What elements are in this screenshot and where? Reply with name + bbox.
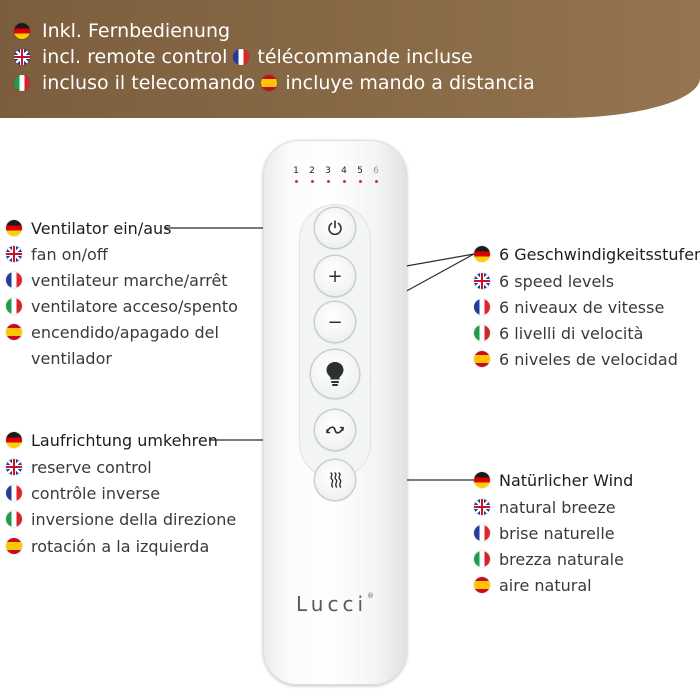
header-text-it: incluso il telecomando — [42, 72, 256, 94]
power-label-de: Ventilator ein/aus — [6, 217, 171, 239]
speed-text-de: 6 Geschwindigkeitsstufen — [499, 244, 700, 264]
led-6: 6 — [371, 166, 381, 183]
france-flag-icon — [474, 525, 490, 541]
reverse-label-fr: contrôle inverse — [6, 482, 160, 504]
lightbulb-icon — [326, 362, 344, 386]
minus-icon: − — [327, 311, 343, 333]
spain-flag-icon — [474, 577, 490, 593]
reverse-rotation-icon — [326, 426, 344, 434]
france-flag-icon — [6, 485, 22, 501]
speed-text-en: 6 speed levels — [499, 271, 615, 291]
power-text-de: Ventilator ein/aus — [31, 218, 172, 238]
italy-flag-icon — [474, 551, 490, 567]
spain-flag-icon — [474, 351, 490, 367]
plus-icon: + — [327, 265, 343, 287]
power-label-es: encendido/apagado del — [6, 321, 219, 343]
wind-label-es: aire natural — [474, 574, 592, 596]
reverse-button[interactable] — [315, 410, 355, 450]
italy-flag-icon — [474, 325, 490, 341]
uk-flag-icon — [474, 499, 490, 515]
speed-label-en: 6 speed levels — [474, 270, 614, 292]
power-label-es-cont: ventilador — [6, 347, 112, 369]
header-text-fr: télécommande incluse — [257, 46, 473, 68]
header-line-en-fr: incl. remote control télécommande inclus… — [14, 44, 473, 70]
power-text-fr: ventilateur marche/arrêt — [31, 270, 228, 290]
light-button[interactable] — [311, 350, 359, 398]
germany-flag-icon — [474, 246, 490, 262]
reverse-text-en: reserve control — [31, 457, 152, 477]
france-flag-icon — [6, 272, 22, 288]
germany-flag-icon — [14, 23, 30, 39]
speed-indicator-leds: 1 2 3 4 5 6 — [291, 166, 381, 183]
header-line-de: Inkl. Fernbedienung — [14, 18, 230, 44]
speed-text-es: 6 niveles de velocidad — [499, 349, 678, 369]
led-1: 1 — [291, 166, 301, 183]
button-panel: + − — [299, 204, 371, 644]
speed-text-fr: 6 niveaux de vitesse — [499, 297, 665, 317]
power-label-en: fan on/off — [6, 243, 108, 265]
power-button[interactable] — [315, 208, 355, 248]
power-label-fr: ventilateur marche/arrêt — [6, 269, 228, 291]
wind-text-en: natural breeze — [499, 497, 616, 517]
power-text-en: fan on/off — [31, 244, 108, 264]
led-3: 3 — [323, 166, 333, 183]
spain-flag-icon — [261, 75, 278, 91]
uk-flag-icon — [474, 273, 490, 289]
italy-flag-icon — [14, 75, 30, 91]
header-line-it-es: incluso il telecomando incluye mando a d… — [14, 70, 535, 96]
reverse-text-es: rotación a la izquierda — [31, 536, 210, 556]
reverse-label-en: reserve control — [6, 456, 152, 478]
header-text-de: Inkl. Fernbedienung — [42, 20, 231, 42]
germany-flag-icon — [6, 220, 22, 236]
france-flag-icon — [474, 299, 490, 315]
reverse-label-it: inversione della direzione — [6, 508, 236, 530]
speed-down-button[interactable]: − — [315, 302, 355, 342]
power-text-es-cont: ventilador — [31, 348, 112, 368]
reverse-text-it: inversione della direzione — [31, 509, 237, 529]
wind-label-en: natural breeze — [474, 496, 616, 518]
wind-text-it: brezza naturale — [499, 549, 624, 569]
speed-label-es: 6 niveles de velocidad — [474, 348, 678, 370]
italy-flag-icon — [6, 511, 22, 527]
header-banner: Inkl. Fernbedienung incl. remote control… — [0, 0, 700, 118]
wind-text-de: Natürlicher Wind — [499, 470, 634, 490]
spain-flag-icon — [6, 324, 22, 340]
germany-flag-icon — [474, 472, 490, 488]
power-text-es: encendido/apagado del — [31, 322, 219, 342]
wind-label-fr: brise naturelle — [474, 522, 615, 544]
reverse-label-es: rotación a la izquierda — [6, 535, 209, 557]
remote-control: 1 2 3 4 5 6 + − — [263, 140, 407, 685]
wind-text-es: aire natural — [499, 575, 592, 595]
uk-flag-icon — [14, 49, 30, 65]
power-label-it: ventilatore acceso/spento — [6, 295, 238, 317]
brand-logo: Lucci® — [295, 592, 374, 616]
uk-flag-icon — [6, 246, 22, 262]
speed-label-it: 6 livelli di velocità — [474, 322, 643, 344]
header-text-en: incl. remote control — [42, 46, 228, 68]
speed-label-fr: 6 niveaux de vitesse — [474, 296, 664, 318]
reverse-text-fr: contrôle inverse — [31, 483, 161, 503]
france-flag-icon — [233, 49, 250, 65]
italy-flag-icon — [6, 298, 22, 314]
led-2: 2 — [307, 166, 317, 183]
wind-icon — [330, 472, 342, 488]
header-text-es: incluye mando a distancia — [285, 72, 535, 94]
reverse-label-de: Laufrichtung umkehren — [6, 429, 218, 451]
wind-label-it: brezza naturale — [474, 548, 624, 570]
power-text-it: ventilatore acceso/spento — [31, 296, 238, 316]
speed-label-de: 6 Geschwindigkeitsstufen — [474, 243, 700, 265]
led-4: 4 — [339, 166, 349, 183]
reverse-text-de: Laufrichtung umkehren — [31, 430, 218, 450]
natural-breeze-button[interactable] — [315, 460, 355, 500]
spain-flag-icon — [6, 538, 22, 554]
power-icon — [328, 220, 342, 236]
speed-up-button[interactable]: + — [315, 256, 355, 296]
uk-flag-icon — [6, 459, 22, 475]
wind-label-de: Natürlicher Wind — [474, 469, 633, 491]
speed-text-it: 6 livelli di velocità — [499, 323, 644, 343]
germany-flag-icon — [6, 432, 22, 448]
wind-text-fr: brise naturelle — [499, 523, 615, 543]
led-5: 5 — [355, 166, 365, 183]
